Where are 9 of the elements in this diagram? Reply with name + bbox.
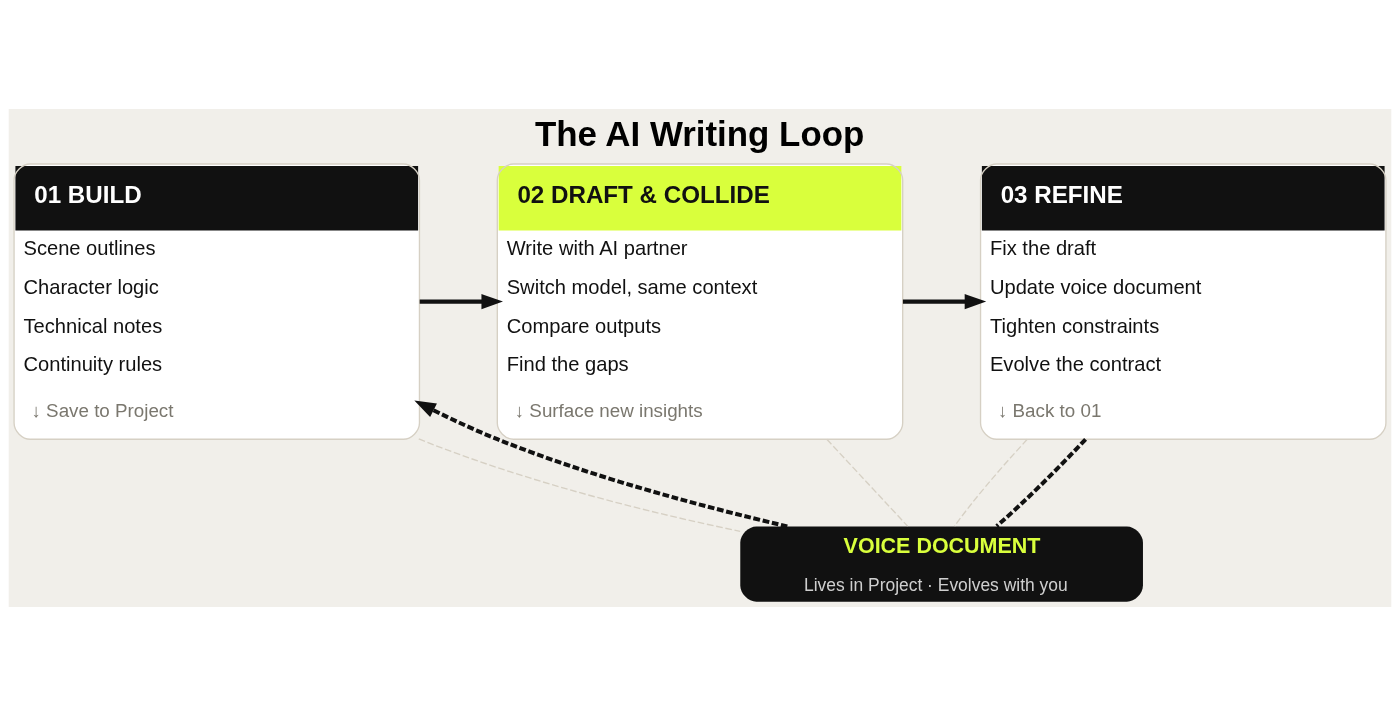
connector (418, 437, 741, 532)
connector (826, 438, 909, 527)
arrow (902, 293, 987, 309)
node-box: VOICE DOCUMENT Lives in Project · Evolves with you (740, 525, 1143, 602)
connector (953, 438, 1028, 527)
arrow (419, 293, 503, 309)
diagram-title: The AI Writing Loop (534, 113, 865, 153)
connector (995, 437, 1088, 528)
arrow (414, 400, 788, 528)
